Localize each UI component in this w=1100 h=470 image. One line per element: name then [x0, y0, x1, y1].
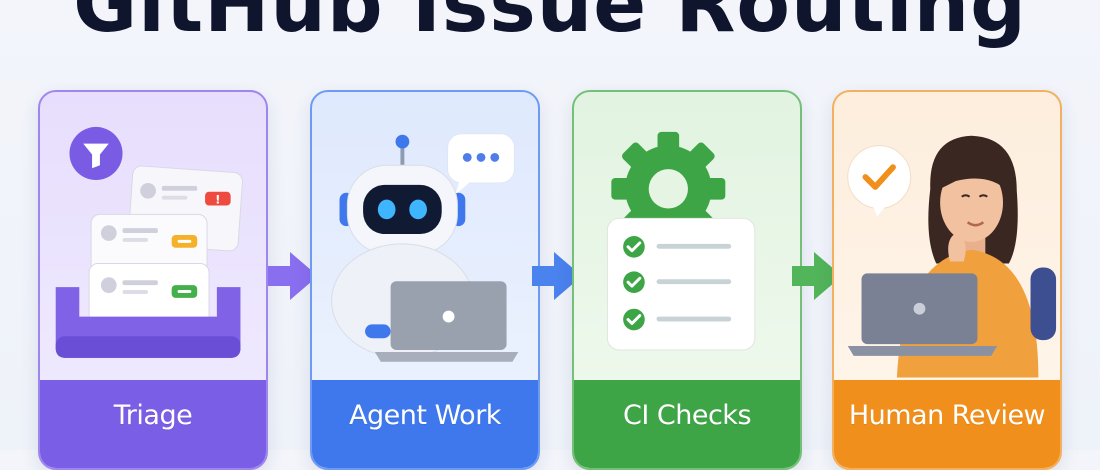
stage-card-ci-checks: CI Checks [572, 90, 802, 470]
stage-band-ci-checks: CI Checks [574, 380, 800, 468]
laptop-icon [374, 281, 519, 362]
check-icon [623, 308, 645, 331]
laptop-icon [847, 273, 998, 356]
stage-label-human-review: Human Review [848, 400, 1046, 431]
stage-label-triage: Triage [113, 400, 193, 431]
stage-card-agent-work: Agent Work [310, 90, 540, 470]
stage-card-human-review: Human Review [832, 90, 1062, 470]
speech-bubble-icon [447, 133, 515, 195]
exclamation-icon [205, 191, 231, 206]
checklist-icon [606, 217, 756, 351]
agent-illustration [331, 133, 519, 362]
stage-label-agent-work: Agent Work [349, 400, 501, 431]
flow-arrow-1 [268, 252, 318, 300]
diagram-title: GitHub Issue Routing [73, 0, 1027, 50]
human-review-illustration [847, 135, 1057, 378]
stage-label-ci-checks: CI Checks [622, 400, 752, 431]
inbox-tray-icon [55, 287, 241, 358]
stage-band-agent-work: Agent Work [312, 380, 538, 468]
stage-band-triage: Triage [40, 380, 266, 468]
checkmark-bubble-icon [847, 145, 912, 217]
flow-arrow-3 [792, 252, 842, 300]
check-icon [623, 236, 645, 258]
triage-illustration: ! [55, 126, 243, 358]
check-icon [623, 271, 645, 293]
flow-arrow-2 [532, 252, 582, 300]
svg-text:!: ! [215, 193, 220, 207]
stage-card-triage: ! Triage [38, 90, 268, 470]
funnel-icon [69, 126, 123, 180]
stage-band-human-review: Human Review [834, 380, 1060, 468]
issue-card-icon [88, 263, 210, 333]
ci-illustration [606, 131, 756, 351]
